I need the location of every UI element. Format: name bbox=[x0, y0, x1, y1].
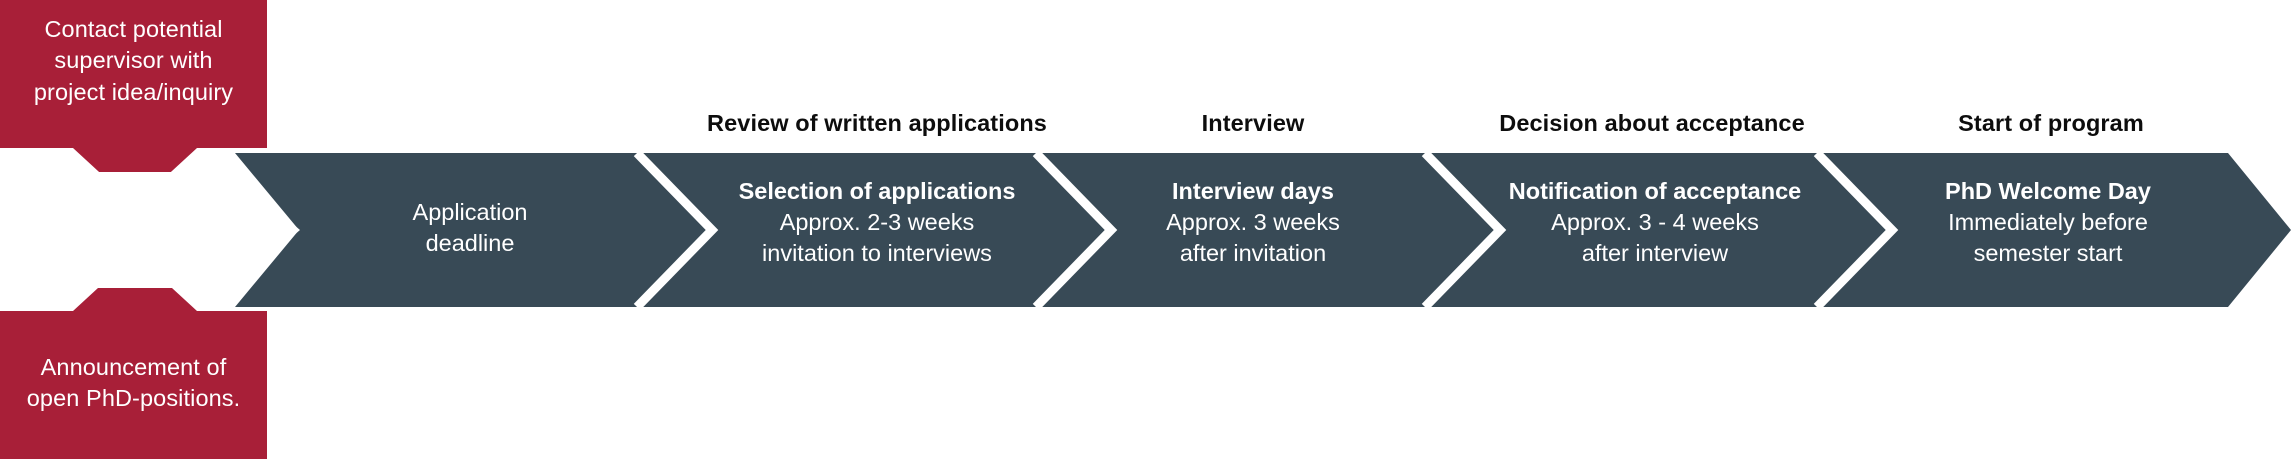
red-callout-top-line-2: supervisor with bbox=[54, 47, 213, 74]
step-5-line-1: Immediately before bbox=[1948, 209, 2148, 236]
dark-process-band bbox=[235, 153, 2291, 307]
chevron-divider-1 bbox=[633, 149, 719, 311]
caption-review-of-written-applications: Review of written applications bbox=[707, 110, 1047, 136]
step-application-deadline: Application deadline bbox=[300, 197, 640, 259]
step-2-line-1: Approx. 2-3 weeks bbox=[779, 209, 975, 236]
step-notification-of-acceptance: Notification of acceptance Approx. 3 - 4… bbox=[1495, 176, 1815, 269]
step-3-line-1: Approx. 3 weeks bbox=[1166, 209, 1340, 236]
chevron-divider-2 bbox=[1032, 149, 1118, 311]
step-5-heading: PhD Welcome Day bbox=[1945, 178, 2151, 204]
red-callout-bottom-line-2: open PhD-positions. bbox=[26, 385, 241, 412]
caption-start-of-program: Start of program bbox=[1958, 110, 2144, 136]
step-1-line-2: deadline bbox=[425, 230, 515, 257]
step-4-line-1: Approx. 3 - 4 weeks bbox=[1551, 209, 1759, 236]
step-4-line-2: after interview bbox=[1581, 240, 1729, 267]
step-3-heading: Interview days bbox=[1172, 178, 1334, 204]
red-callout-bottom-text: Announcement of open PhD-positions. bbox=[0, 352, 267, 415]
step-1-line-1: Application bbox=[412, 199, 528, 225]
caption-decision-about-acceptance: Decision about acceptance bbox=[1499, 110, 1805, 136]
step-3-line-2: after invitation bbox=[1179, 240, 1327, 267]
red-callout-bottom-line-1: Announcement of bbox=[40, 354, 227, 380]
step-4-heading: Notification of acceptance bbox=[1508, 178, 1802, 204]
step-interview-days: Interview days Approx. 3 weeks after inv… bbox=[1108, 176, 1398, 269]
red-callout-top-line-3: project idea/inquiry bbox=[33, 78, 234, 105]
step-5-line-2: semester start bbox=[1973, 240, 2123, 267]
step-selection-of-applications: Selection of applications Approx. 2-3 we… bbox=[707, 176, 1047, 269]
step-phd-welcome-day: PhD Welcome Day Immediately before semes… bbox=[1888, 176, 2208, 269]
red-callout-top-text: Contact potential supervisor with projec… bbox=[0, 14, 267, 108]
step-2-heading: Selection of applications bbox=[738, 178, 1016, 204]
chevron-divider-4 bbox=[1813, 149, 1899, 311]
red-callout-bottom bbox=[0, 254, 267, 459]
chevron-divider-3 bbox=[1421, 149, 1507, 311]
red-callout-top bbox=[0, 0, 267, 205]
red-callout-top-line-1: Contact potential bbox=[44, 16, 223, 42]
white-entry-arrow bbox=[0, 172, 300, 288]
caption-interview: Interview bbox=[1201, 110, 1305, 136]
chevron-dividers bbox=[633, 149, 1899, 311]
step-2-line-2: invitation to interviews bbox=[762, 240, 992, 267]
